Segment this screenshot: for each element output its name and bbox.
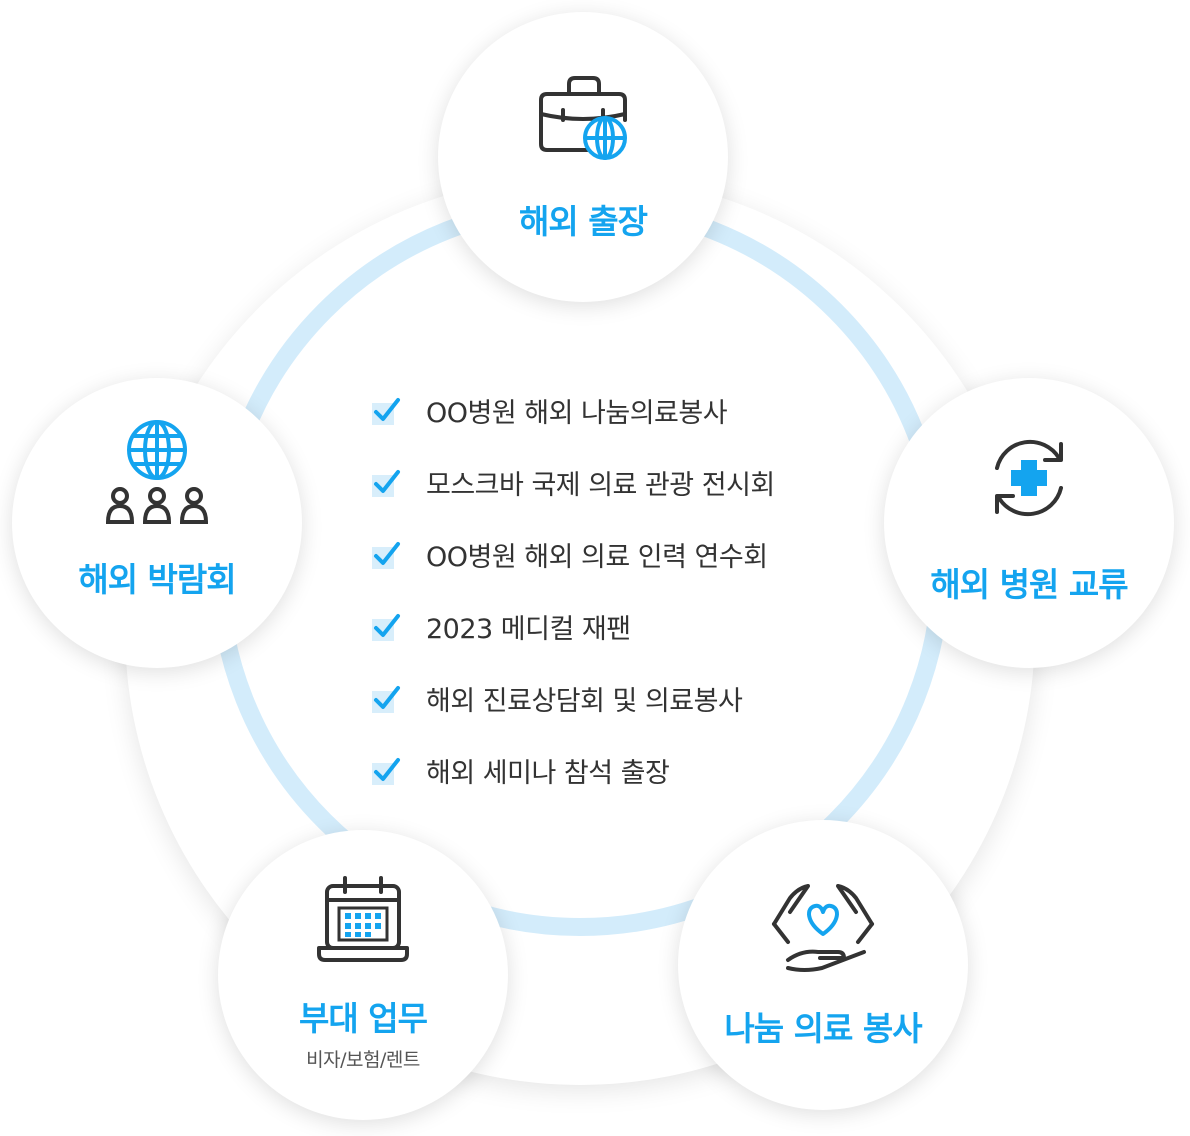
node-sublabel: 비자/보험/렌트 <box>306 1049 420 1071</box>
node-overseas-business-trip: 해외 출장 <box>438 12 728 302</box>
node-overseas-hospital-exchange: 해외 병원 교류 <box>884 378 1174 668</box>
activity-checklist: OO병원 해외 나눔의료봉사 모스크바 국제 의료 관광 전시회 OO병원 해외… <box>372 374 775 806</box>
node-label: 나눔 의료 봉사 <box>724 1009 922 1048</box>
list-item: 해외 진료상담회 및 의료봉사 <box>372 662 775 734</box>
checkmark-icon <box>372 395 402 425</box>
checkmark-icon <box>372 467 402 497</box>
checkmark-icon <box>372 683 402 713</box>
medical-cross-cycle-icon <box>884 432 1174 524</box>
node-label: 해외 박람회 <box>78 560 236 599</box>
list-item: OO병원 해외 나눔의료봉사 <box>372 374 775 446</box>
globe-people-icon <box>12 418 302 528</box>
list-item: 해외 세미나 참석 출장 <box>372 734 775 806</box>
checkmark-icon <box>372 755 402 785</box>
list-item: OO병원 해외 의료 인력 연수회 <box>372 518 775 590</box>
list-item-text: OO병원 해외 나눔의료봉사 <box>426 397 728 429</box>
node-supplementary-services: 부대 업무 비자/보험/렌트 <box>218 830 508 1120</box>
node-label: 해외 병원 교류 <box>930 565 1128 604</box>
list-item-text: 모스크바 국제 의료 관광 전시회 <box>426 469 775 501</box>
list-item-text: 해외 세미나 참석 출장 <box>426 757 670 789</box>
list-item-text: 2023 메디컬 재팬 <box>426 613 631 645</box>
list-item-text: OO병원 해외 의료 인력 연수회 <box>426 541 768 573</box>
checkmark-icon <box>372 539 402 569</box>
calendar-laptop-icon <box>218 874 508 966</box>
node-overseas-expo: 해외 박람회 <box>12 378 302 668</box>
node-label: 해외 출장 <box>519 202 648 241</box>
list-item: 모스크바 국제 의료 관광 전시회 <box>372 446 775 518</box>
list-item: 2023 메디컬 재팬 <box>372 590 775 662</box>
list-item-text: 해외 진료상담회 및 의료봉사 <box>426 685 743 717</box>
node-label: 부대 업무 <box>299 999 428 1038</box>
checkmark-icon <box>372 611 402 641</box>
node-volunteer-medical-service: 나눔 의료 봉사 <box>678 820 968 1110</box>
briefcase-globe-icon <box>438 72 728 164</box>
hands-heart-icon <box>678 872 968 976</box>
